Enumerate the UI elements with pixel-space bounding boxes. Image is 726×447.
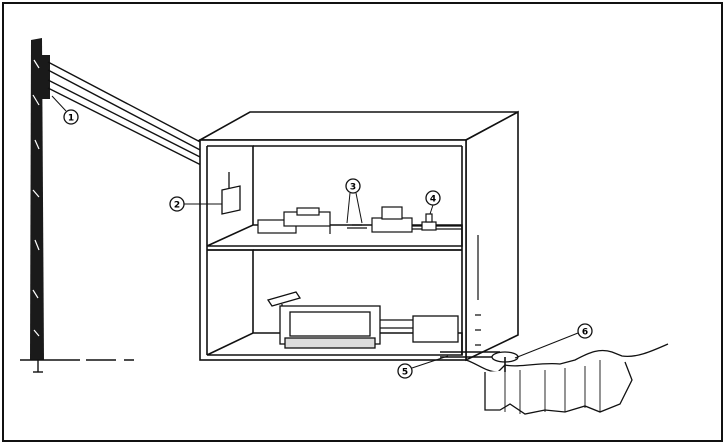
building-right-wall (465, 110, 519, 362)
callout-4-label: 4 (430, 195, 436, 205)
callout-4: 4 (425, 190, 441, 206)
callout-1-label: 1 (68, 114, 74, 124)
callout-leaders (51, 95, 579, 369)
callout-1: 1 (63, 109, 79, 125)
callout-5-label: 5 (402, 368, 408, 378)
callout-5: 5 (397, 363, 413, 379)
service-conduits (47, 61, 207, 167)
shelf-device (421, 213, 437, 231)
callout-2-label: 2 (174, 201, 180, 211)
ground-conduit (440, 351, 500, 358)
wall-panel (221, 172, 241, 215)
figure-border (2, 2, 723, 442)
callout-2: 2 (169, 196, 185, 212)
building-roof (196, 111, 519, 141)
utility-pole (20, 38, 150, 373)
callout-3-label: 3 (350, 183, 356, 193)
callout-3: 3 (345, 178, 361, 194)
floor-equipment (266, 291, 459, 349)
shelf-equipment (257, 206, 462, 234)
callout-6: 6 (577, 323, 593, 339)
ground-section (465, 343, 669, 415)
callout-6-label: 6 (582, 328, 588, 338)
